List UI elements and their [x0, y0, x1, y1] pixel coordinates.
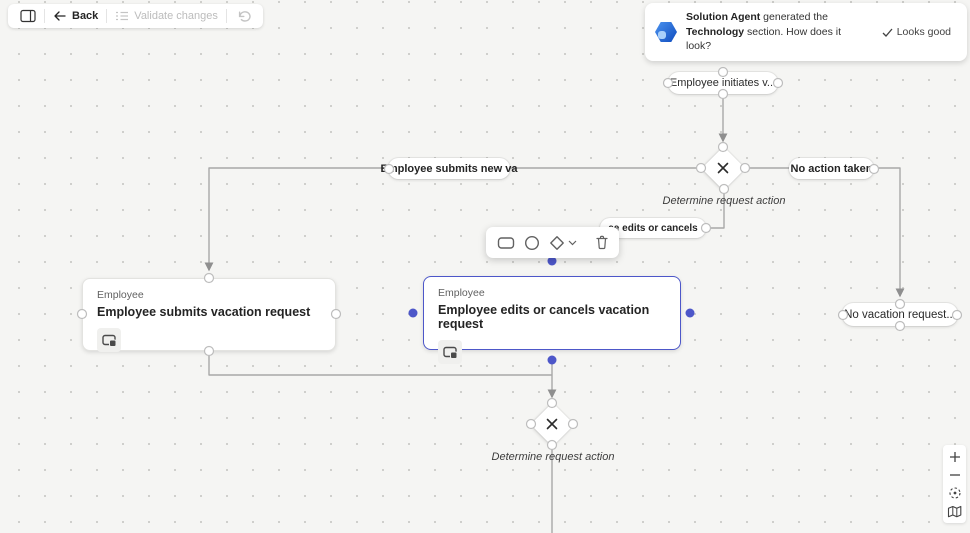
card-role-label: Employee — [438, 287, 485, 299]
panel-icon — [20, 9, 36, 23]
node-end-label: No vacation request... — [844, 308, 956, 321]
validate-changes-button[interactable]: Validate changes — [109, 4, 224, 28]
shape-toolbar — [486, 227, 619, 258]
fit-to-screen-button[interactable] — [946, 485, 964, 501]
chevron-down-icon — [568, 240, 577, 245]
validate-label: Validate changes — [134, 10, 218, 22]
back-button[interactable]: Back — [47, 4, 104, 28]
edge-label-no-action-text: No action taken — [790, 162, 873, 175]
dataverse-table-icon[interactable] — [438, 340, 462, 364]
undo-button[interactable] — [229, 4, 257, 28]
toast-message: Solution Agent generated the Technology … — [686, 11, 842, 53]
selection-handle[interactable] — [408, 308, 418, 318]
undo-icon — [238, 11, 251, 22]
diamond-shape-button[interactable] — [549, 235, 577, 251]
connector-decision1-to-endnode[interactable] — [745, 167, 905, 298]
selection-handle[interactable] — [685, 308, 695, 318]
circle-shape-button[interactable] — [524, 235, 540, 251]
node-card-submit-request[interactable]: Employee Employee submits vacation reque… — [82, 278, 336, 352]
editor-toolbar: Back Validate changes — [8, 4, 263, 28]
minimap-button[interactable] — [946, 503, 964, 519]
toolbar-divider — [44, 9, 45, 23]
decision-x-icon — [545, 417, 559, 431]
trash-icon — [596, 235, 608, 250]
toolbar-divider — [225, 9, 227, 23]
decision-1-label: Determine request action — [662, 195, 786, 207]
toolbar-divider — [106, 9, 108, 23]
card-title-label: Employee submits vacation request — [97, 305, 311, 319]
decision-x-icon — [716, 161, 730, 175]
agent-badge — [658, 31, 666, 40]
connector-card1-to-decision2[interactable] — [208, 351, 552, 376]
canvas-controls — [943, 445, 966, 523]
selection-handle[interactable] — [547, 355, 557, 365]
node-start[interactable]: Employee initiates v... — [668, 72, 778, 94]
node-start-label: Employee initiates v... — [669, 77, 777, 89]
agent-name: Solution Agent — [686, 11, 761, 23]
edge-label-edits-text: ee edits or cancels — [608, 222, 698, 234]
node-card-edit-cancel-request[interactable]: Employee Employee edits or cancels vacat… — [423, 276, 681, 364]
edge-label-submits-text: Employee submits new va — [380, 162, 518, 175]
solution-agent-icon — [655, 22, 677, 43]
zoom-in-button[interactable] — [946, 449, 964, 465]
checklist-icon — [116, 11, 129, 21]
delete-button[interactable] — [595, 235, 609, 250]
node-end[interactable]: No vacation request... — [842, 303, 958, 326]
card-role-label: Employee — [97, 289, 144, 301]
panel-toggle-button[interactable] — [14, 4, 42, 28]
card-title-label: Employee edits or cancels vacation reque… — [438, 303, 650, 331]
edge-label-no-action[interactable]: No action taken — [789, 158, 874, 179]
looks-good-label: Looks good — [896, 26, 951, 39]
edge-label-submits[interactable]: Employee submits new va — [381, 158, 517, 179]
dataverse-table-icon[interactable] — [97, 328, 121, 352]
rectangle-shape-button[interactable] — [497, 236, 515, 250]
zoom-out-button[interactable] — [946, 467, 964, 483]
agent-toast: Solution Agent generated the Technology … — [645, 3, 967, 62]
looks-good-button[interactable]: Looks good — [876, 22, 957, 42]
decision-2-label: Determine request action — [491, 451, 615, 463]
back-label: Back — [72, 10, 99, 22]
section-name: Technology — [686, 25, 745, 38]
back-arrow-icon — [54, 11, 66, 21]
check-icon — [882, 28, 893, 37]
